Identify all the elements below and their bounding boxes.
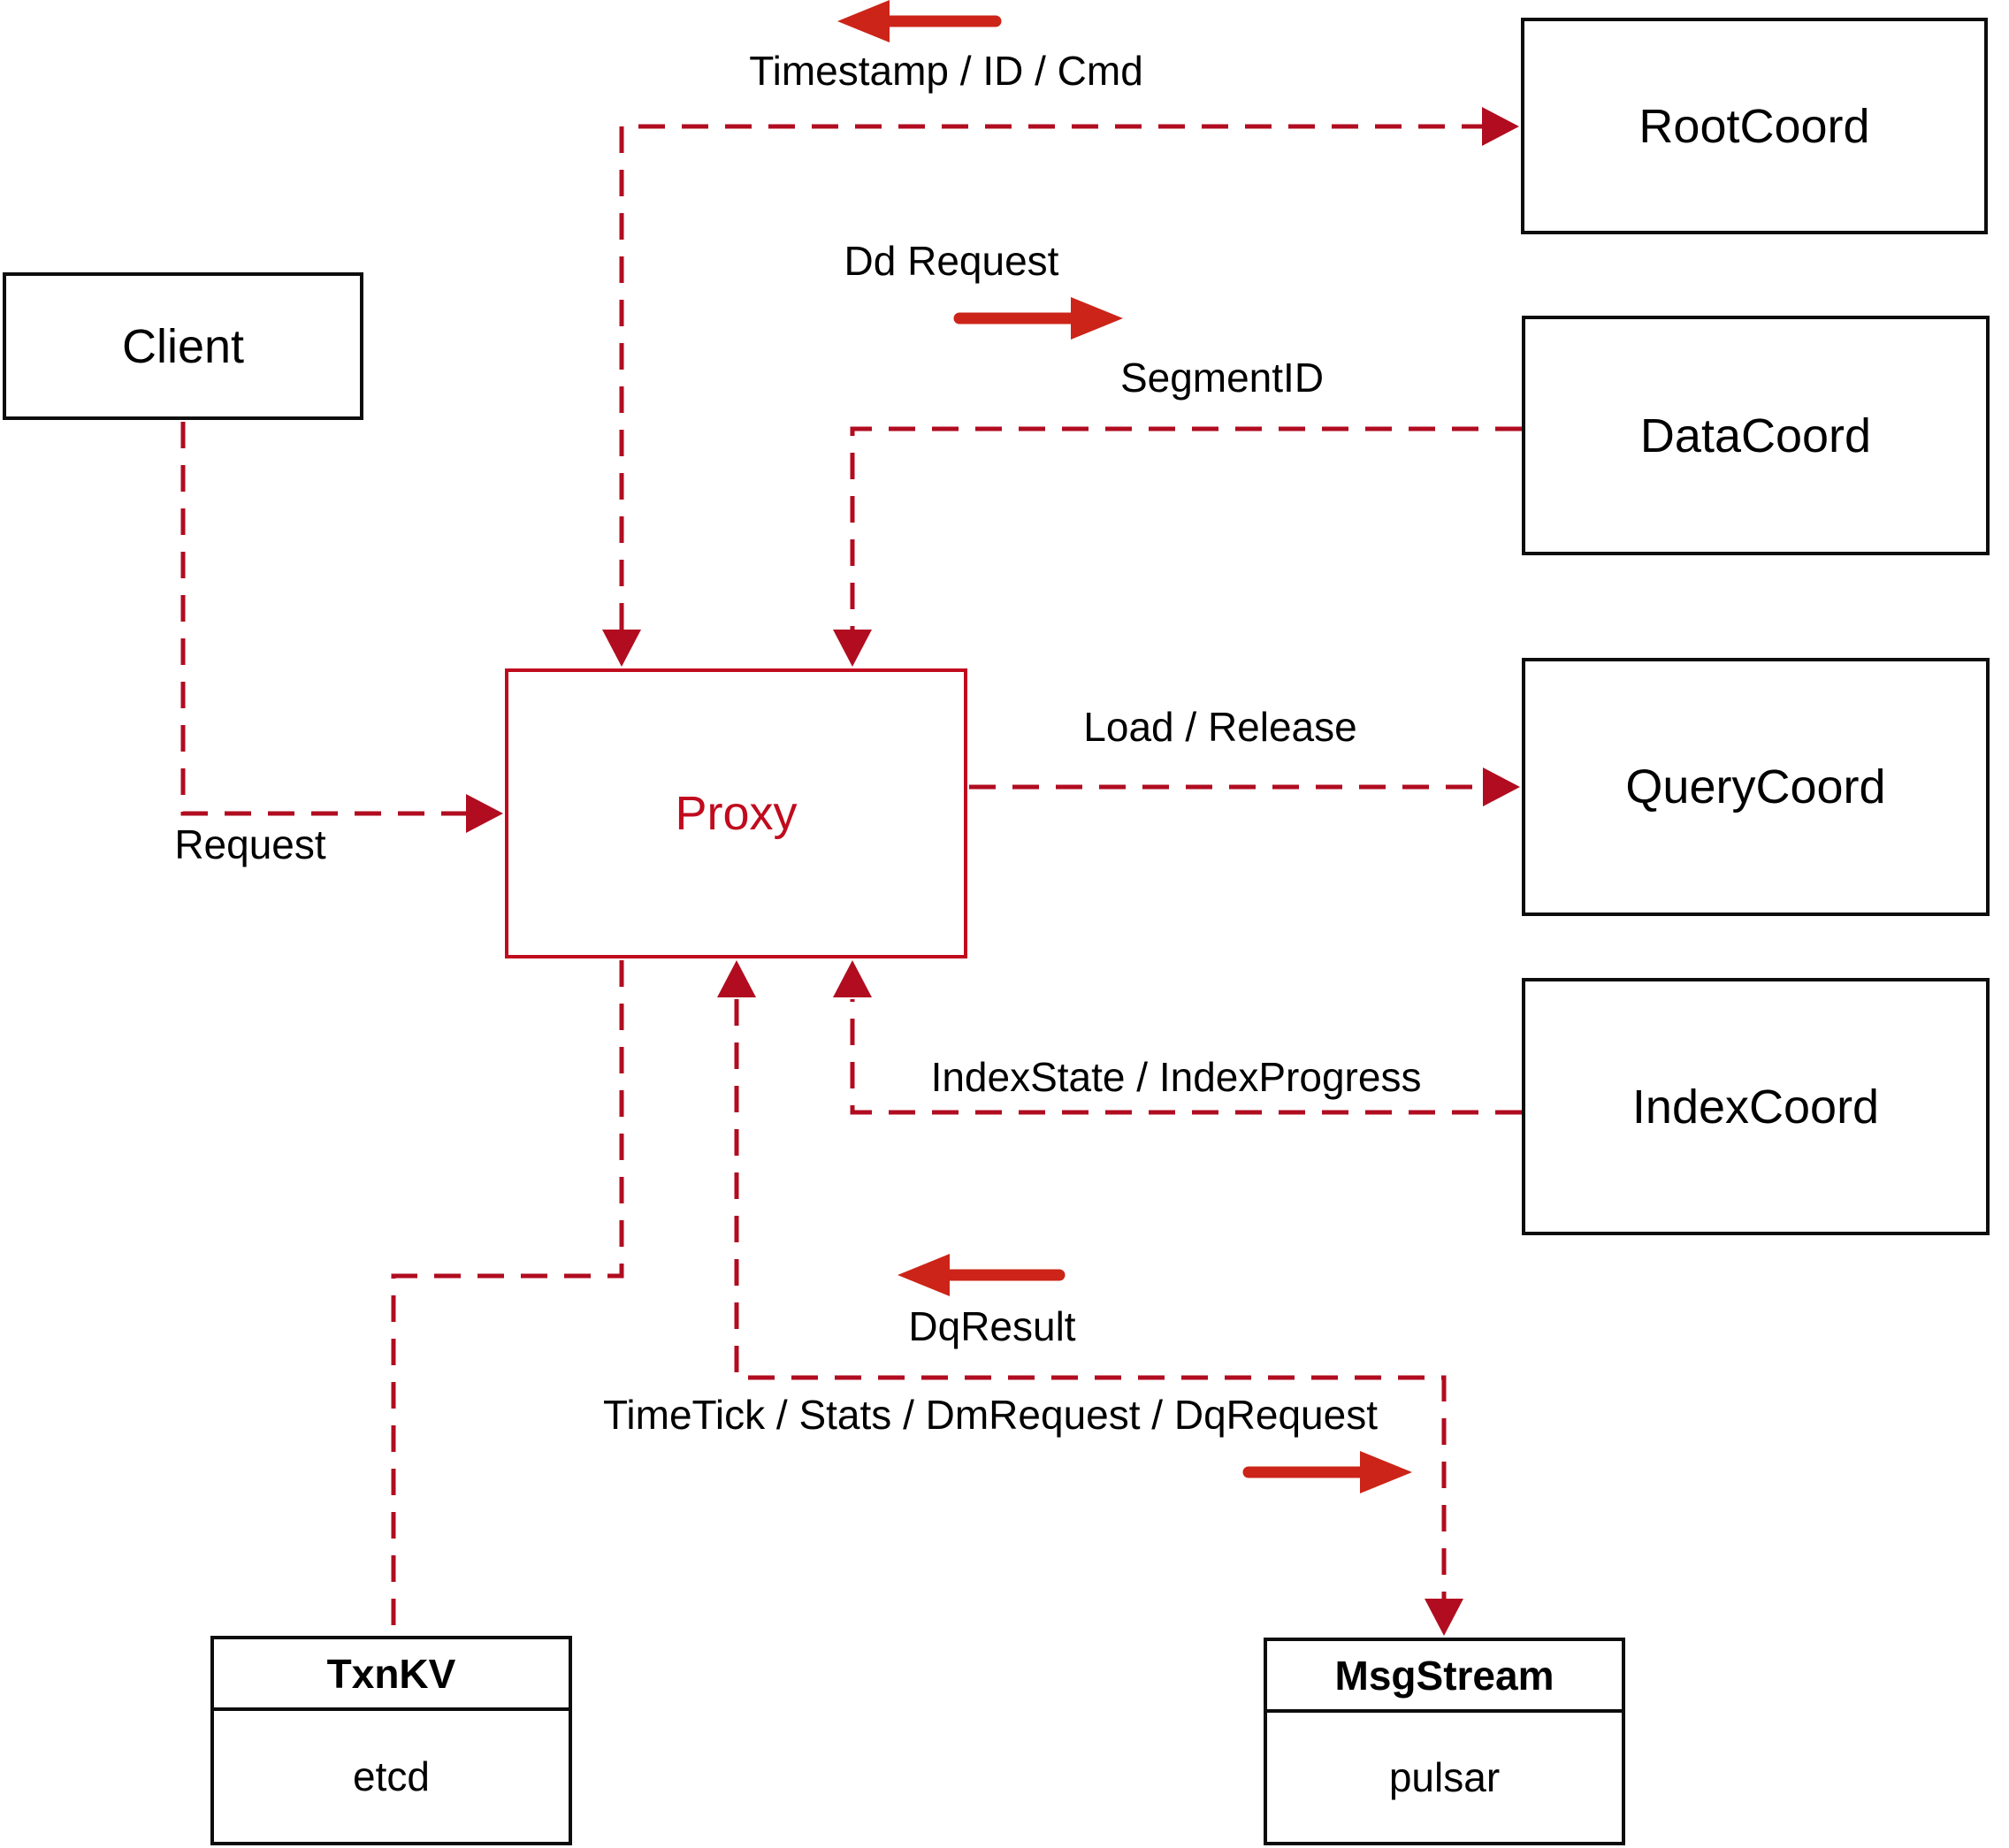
- node-txnkv-subtitle: etcd: [353, 1753, 430, 1799]
- arrowhead-into-proxy-left: [466, 794, 503, 833]
- arrowhead-into-msgstream: [1425, 1599, 1463, 1636]
- edge-client-proxy: [180, 422, 466, 816]
- edge-label-timetick: TimeTick / Stats / DmRequest / DqRequest: [603, 1392, 1378, 1438]
- node-msgstream: MsgStream pulsar: [1264, 1638, 1625, 1845]
- node-indexcoord: IndexCoord: [1522, 978, 1990, 1235]
- node-rootcoord: RootCoord: [1521, 18, 1988, 234]
- edge-label-segment-id: SegmentID: [1119, 355, 1325, 401]
- node-client: Client: [3, 272, 363, 420]
- arrowhead-into-proxy-bottom-left: [717, 960, 756, 997]
- node-querycoord-label: QueryCoord: [1625, 760, 1886, 813]
- node-msgstream-title: MsgStream: [1267, 1641, 1622, 1713]
- node-rootcoord-label: RootCoord: [1639, 99, 1870, 153]
- edge-datacoord-proxy: [850, 426, 1522, 630]
- arrowhead-into-querycoord: [1483, 767, 1520, 806]
- arrowhead-into-proxy-top-left: [602, 630, 641, 667]
- node-proxy: Proxy: [505, 668, 967, 958]
- edge-label-load-release: Load / Release: [1083, 704, 1357, 750]
- node-client-label: Client: [121, 319, 245, 373]
- direction-arrow-right-ddrequest-icon: [953, 297, 1123, 340]
- edge-label-index-state: IndexState / IndexProgress: [930, 1054, 1422, 1100]
- edge-label-dd-request: Dd Request: [844, 238, 1059, 284]
- edge-proxy-msgstream: [734, 999, 1447, 1599]
- node-txnkv: TxnKV etcd: [210, 1636, 572, 1845]
- edge-label-request: Request: [174, 821, 326, 867]
- node-indexcoord-label: IndexCoord: [1631, 1080, 1880, 1134]
- edge-proxy-txnkv: [391, 960, 624, 1634]
- node-datacoord-label: DataCoord: [1639, 409, 1872, 462]
- direction-arrow-right-timetick-icon: [1242, 1451, 1412, 1493]
- direction-arrow-left-top-icon: [837, 0, 1002, 42]
- arrowhead-into-rootcoord: [1482, 107, 1519, 146]
- arrowhead-into-proxy-top-right: [833, 630, 872, 667]
- edge-label-dq-result: DqResult: [908, 1303, 1076, 1349]
- node-querycoord: QueryCoord: [1522, 658, 1990, 916]
- direction-arrow-left-dqresult-icon: [898, 1254, 1066, 1296]
- edge-label-timestamp: Timestamp / ID / Cmd: [749, 48, 1143, 94]
- node-proxy-label: Proxy: [675, 787, 798, 840]
- edge-indexcoord-proxy: [850, 999, 1522, 1115]
- node-msgstream-subtitle: pulsar: [1388, 1754, 1501, 1800]
- arrowhead-into-proxy-bottom-right: [833, 960, 872, 997]
- edge-proxy-rootcoord: [619, 124, 1482, 630]
- node-datacoord: DataCoord: [1522, 316, 1990, 555]
- node-txnkv-title: TxnKV: [214, 1639, 569, 1711]
